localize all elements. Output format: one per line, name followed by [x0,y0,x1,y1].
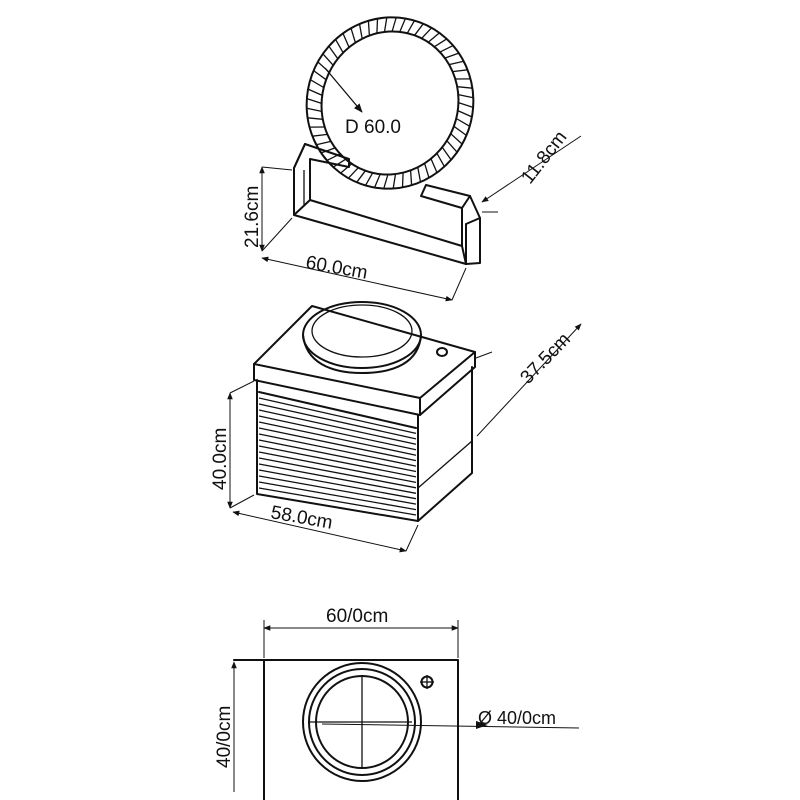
top-view-depth-label: 40/0cm [214,706,235,768]
mirror-slat [441,146,452,161]
mirror-slat [453,125,467,136]
mirror-slat [423,163,430,178]
drawer-slat [258,433,417,467]
mirror-slat [350,28,357,43]
mirror-slat [421,27,433,39]
mirror-slat [307,117,323,120]
drawer-slat [258,427,417,462]
mirror-slat [458,93,474,99]
drawer-slat [258,403,417,440]
mirror-slat [455,117,471,127]
drawer-slat [258,451,417,484]
mirror-slat [391,17,397,32]
mirror-slat [433,38,448,48]
drawer-slat [258,475,417,505]
drawer-slat [258,439,417,473]
mirror-slat [457,110,473,118]
mirror-slat [383,174,389,189]
drawer-slat [258,415,417,451]
mirror-slat [450,133,463,145]
shelf-height-label: 21.6cm [242,186,263,248]
mirror-slat [417,167,422,183]
shelf-dimensions: 21.6cm 60.0cm 11.8cm [242,127,582,302]
mirror-slat [430,158,438,173]
drawer-slat [258,463,417,494]
mirror-diameter-label: D 60.0 [345,117,401,138]
mirror-slat [312,133,328,137]
tap-hole [436,347,448,357]
drawer-slat [258,469,417,500]
drawer-slat [258,481,417,511]
mirror-frame-slats [306,17,474,189]
top-view-width-label: 60/0cm [326,606,388,627]
drawer-slat [258,457,417,489]
shelf-drawing [293,143,481,265]
top-view-drawing [233,659,459,800]
mirror-slat [436,152,445,167]
mirror-slat [332,158,347,168]
shelf-width-label: 60.0cm [304,252,369,284]
mirror-slat [309,79,325,89]
mirror-slat [452,69,468,73]
vanity-depth-label: 37.5cm [516,329,574,388]
drawer-slat [258,487,417,516]
mirror-slat [392,173,397,189]
vanity-drawing [253,301,476,522]
mirror-slat [320,147,336,154]
drawer-slat [258,397,417,435]
mirror-drawing: D 60.0 [305,16,475,190]
mirror-slat [414,23,424,36]
mirror-slat [342,33,350,48]
mirror-slat [444,52,460,59]
basin-inner-rim [311,304,413,358]
mirror-slat [358,23,363,39]
drawer-slats [258,391,417,516]
drawer-slat [258,409,417,445]
mirror-slat [439,45,454,53]
mirror-slat [347,167,359,179]
mirror-slat [328,45,339,60]
drawer-slat [258,391,417,429]
mirror-slat [406,20,416,34]
top-view-basin-diameter-label: Ø 40/0cm [478,708,556,728]
vanity-width-label: 58.0cm [269,502,334,534]
mirror-slat [307,88,323,96]
vanity-height-label: 40.0cm [210,428,231,490]
mirror-slat [316,140,332,146]
basin-outer-rim [302,301,422,369]
mirror-slat [446,140,458,153]
mirror-slat [399,18,406,33]
mirror-slat [374,173,381,188]
mirror-slat [457,86,473,89]
mirror-slat [306,107,322,113]
mirror-slat [458,101,474,109]
drawer-slat [258,421,417,456]
mirror-slat [427,32,440,43]
top-view-dimensions: 60/0cm 40/0cm Ø 40/0cm [214,606,580,792]
mirror-slat [409,170,413,186]
mirror-slat [356,170,366,183]
mirror-slat [335,39,344,54]
mirror-slat [401,172,404,188]
mirror-slat [376,18,379,34]
mirror-slat [322,53,334,66]
mirror-slat [448,60,464,66]
top-view-basin-outer [302,662,422,782]
mirror-slat [313,70,327,81]
mirror-slat [364,172,374,186]
shelf-depth-label: 11.8cm [517,127,571,188]
mirror-slat [383,17,388,33]
mirror-slat [306,97,322,105]
mirror-slat [367,20,371,36]
drawer-slat [258,445,417,478]
